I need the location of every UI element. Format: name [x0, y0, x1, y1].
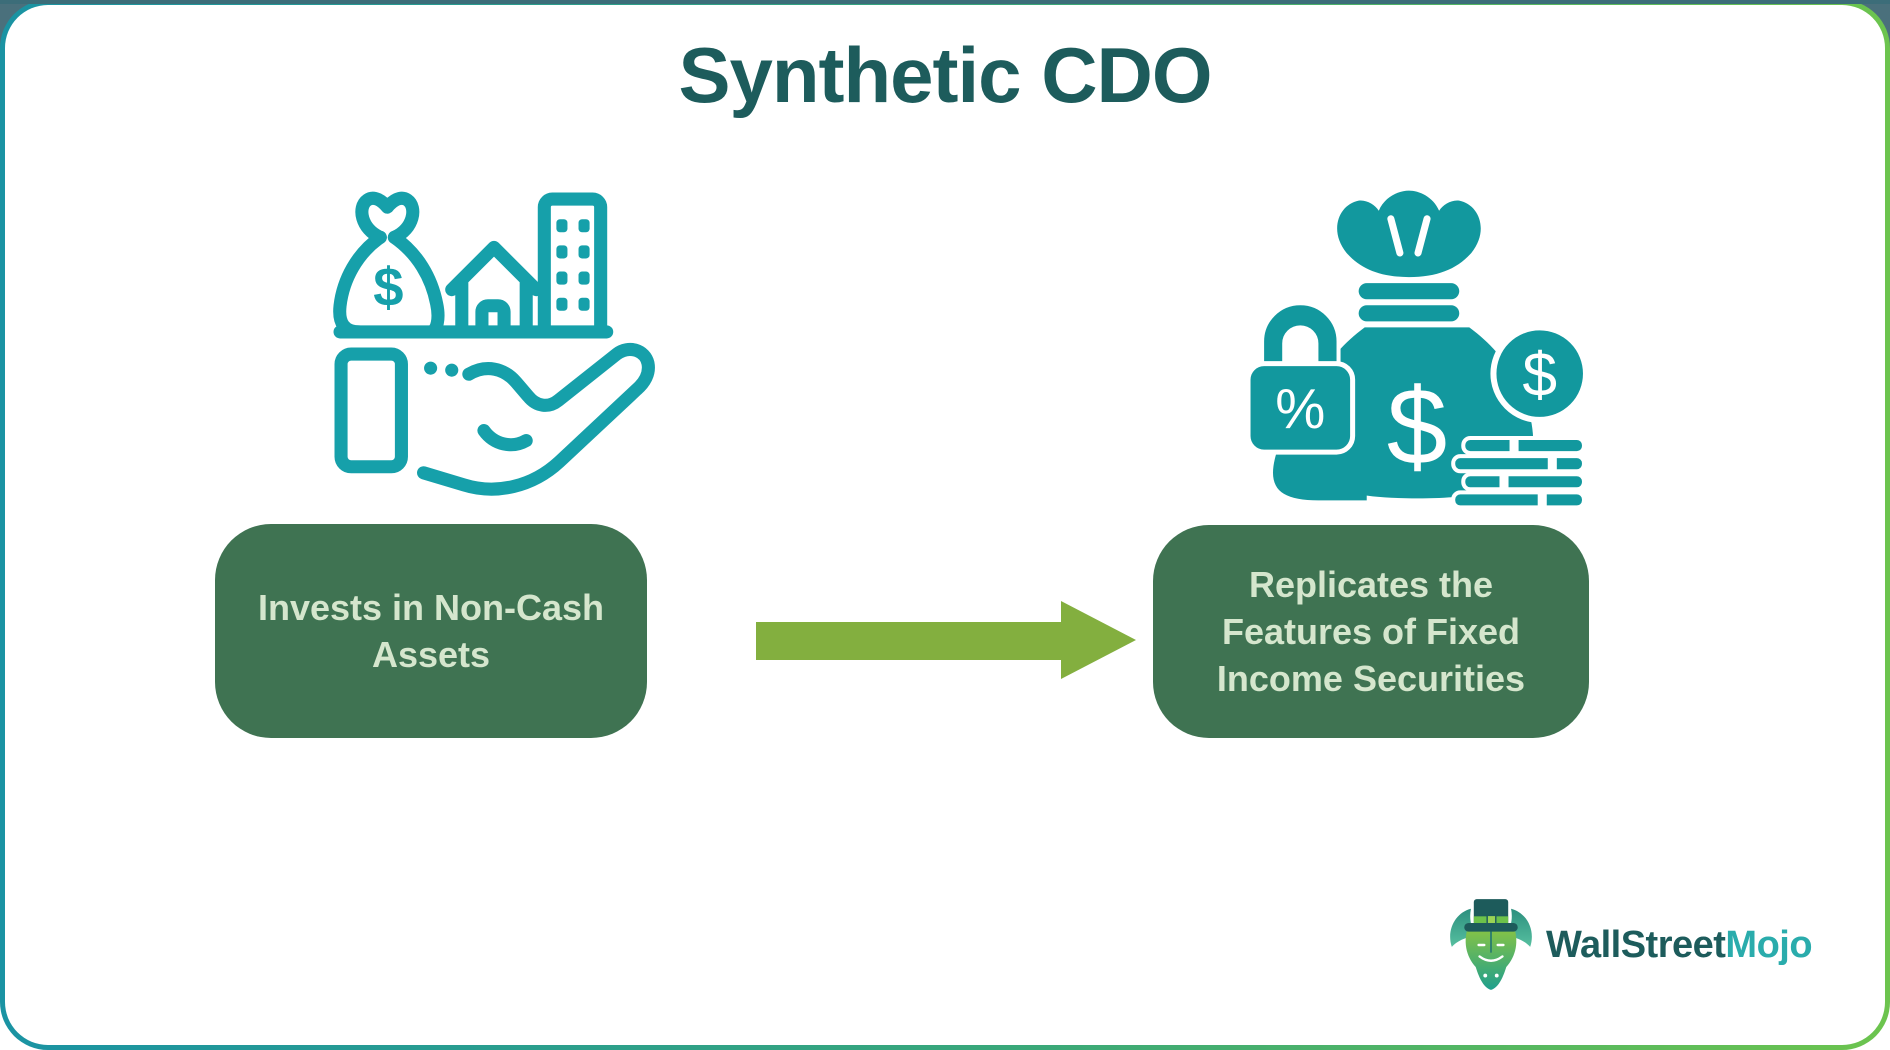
brand-wordmark: WallStreetMojo — [1546, 923, 1813, 967]
top-edge-line — [0, 0, 1890, 4]
right-step-label-line1: Replicates the — [1248, 564, 1494, 605]
bag-dollar-glyph: $ — [373, 257, 403, 318]
bull-right-horn-shape — [1506, 908, 1532, 947]
right-step-label-line3: Income Securities — [1216, 658, 1526, 699]
flow-arrow — [756, 601, 1136, 679]
bull-smile-shape — [1478, 955, 1504, 962]
bull-left-horn-shape — [1450, 908, 1476, 947]
money-bag-knot-shape — [355, 191, 420, 244]
hand-holding-assets-icon: $ — [333, 191, 655, 496]
brand-mojo-text: Mojo — [1725, 923, 1813, 966]
building-shape — [537, 192, 608, 339]
right-step-box: Replicates the Features of Fixed Income … — [1153, 525, 1589, 738]
page-title: Synthetic CDO — [678, 31, 1212, 119]
left-step-label-line2: Assets — [371, 634, 491, 675]
wallstreetmojo-logo: WallStreetMojo — [1448, 893, 1813, 997]
bag-band-shape — [1358, 283, 1460, 300]
house-roof-shape — [445, 240, 543, 297]
arrow-head-shape — [1061, 601, 1136, 679]
coin-shape — [1490, 324, 1588, 423]
left-step-box: Invests in Non-Cash Assets — [215, 524, 647, 738]
lock-body-shape — [1246, 361, 1356, 455]
right-step-label-line2: Features of Fixed — [1221, 611, 1521, 652]
hand-cuff-shape — [334, 347, 408, 474]
coin-dollar-glyph: $ — [1522, 341, 1557, 410]
house-door-shape — [475, 299, 511, 339]
brand-wallstreet-text: WallStreet — [1546, 923, 1726, 966]
hat-brim-shape — [1464, 923, 1518, 932]
palm-shape — [417, 342, 655, 496]
house-walls-shape — [455, 277, 533, 339]
thumb-shape — [477, 423, 533, 452]
lock-percent-glyph: % — [1275, 377, 1325, 440]
bag-leaves-shape — [1337, 190, 1481, 278]
fixed-income-money-bag-icon: $ % $ — [1246, 190, 1588, 508]
bag-dollar-glyph: $ — [1387, 367, 1447, 488]
left-step-label-line1: Invests in Non-Cash — [257, 587, 605, 628]
bag-band-shape — [1358, 305, 1460, 322]
arrow-shaft-shape — [756, 622, 1062, 660]
bull-face-shape — [1465, 923, 1517, 990]
lock-shackle-shape — [1260, 301, 1341, 366]
mound-shape — [1272, 442, 1367, 501]
bull-mascot-icon — [1450, 899, 1532, 990]
